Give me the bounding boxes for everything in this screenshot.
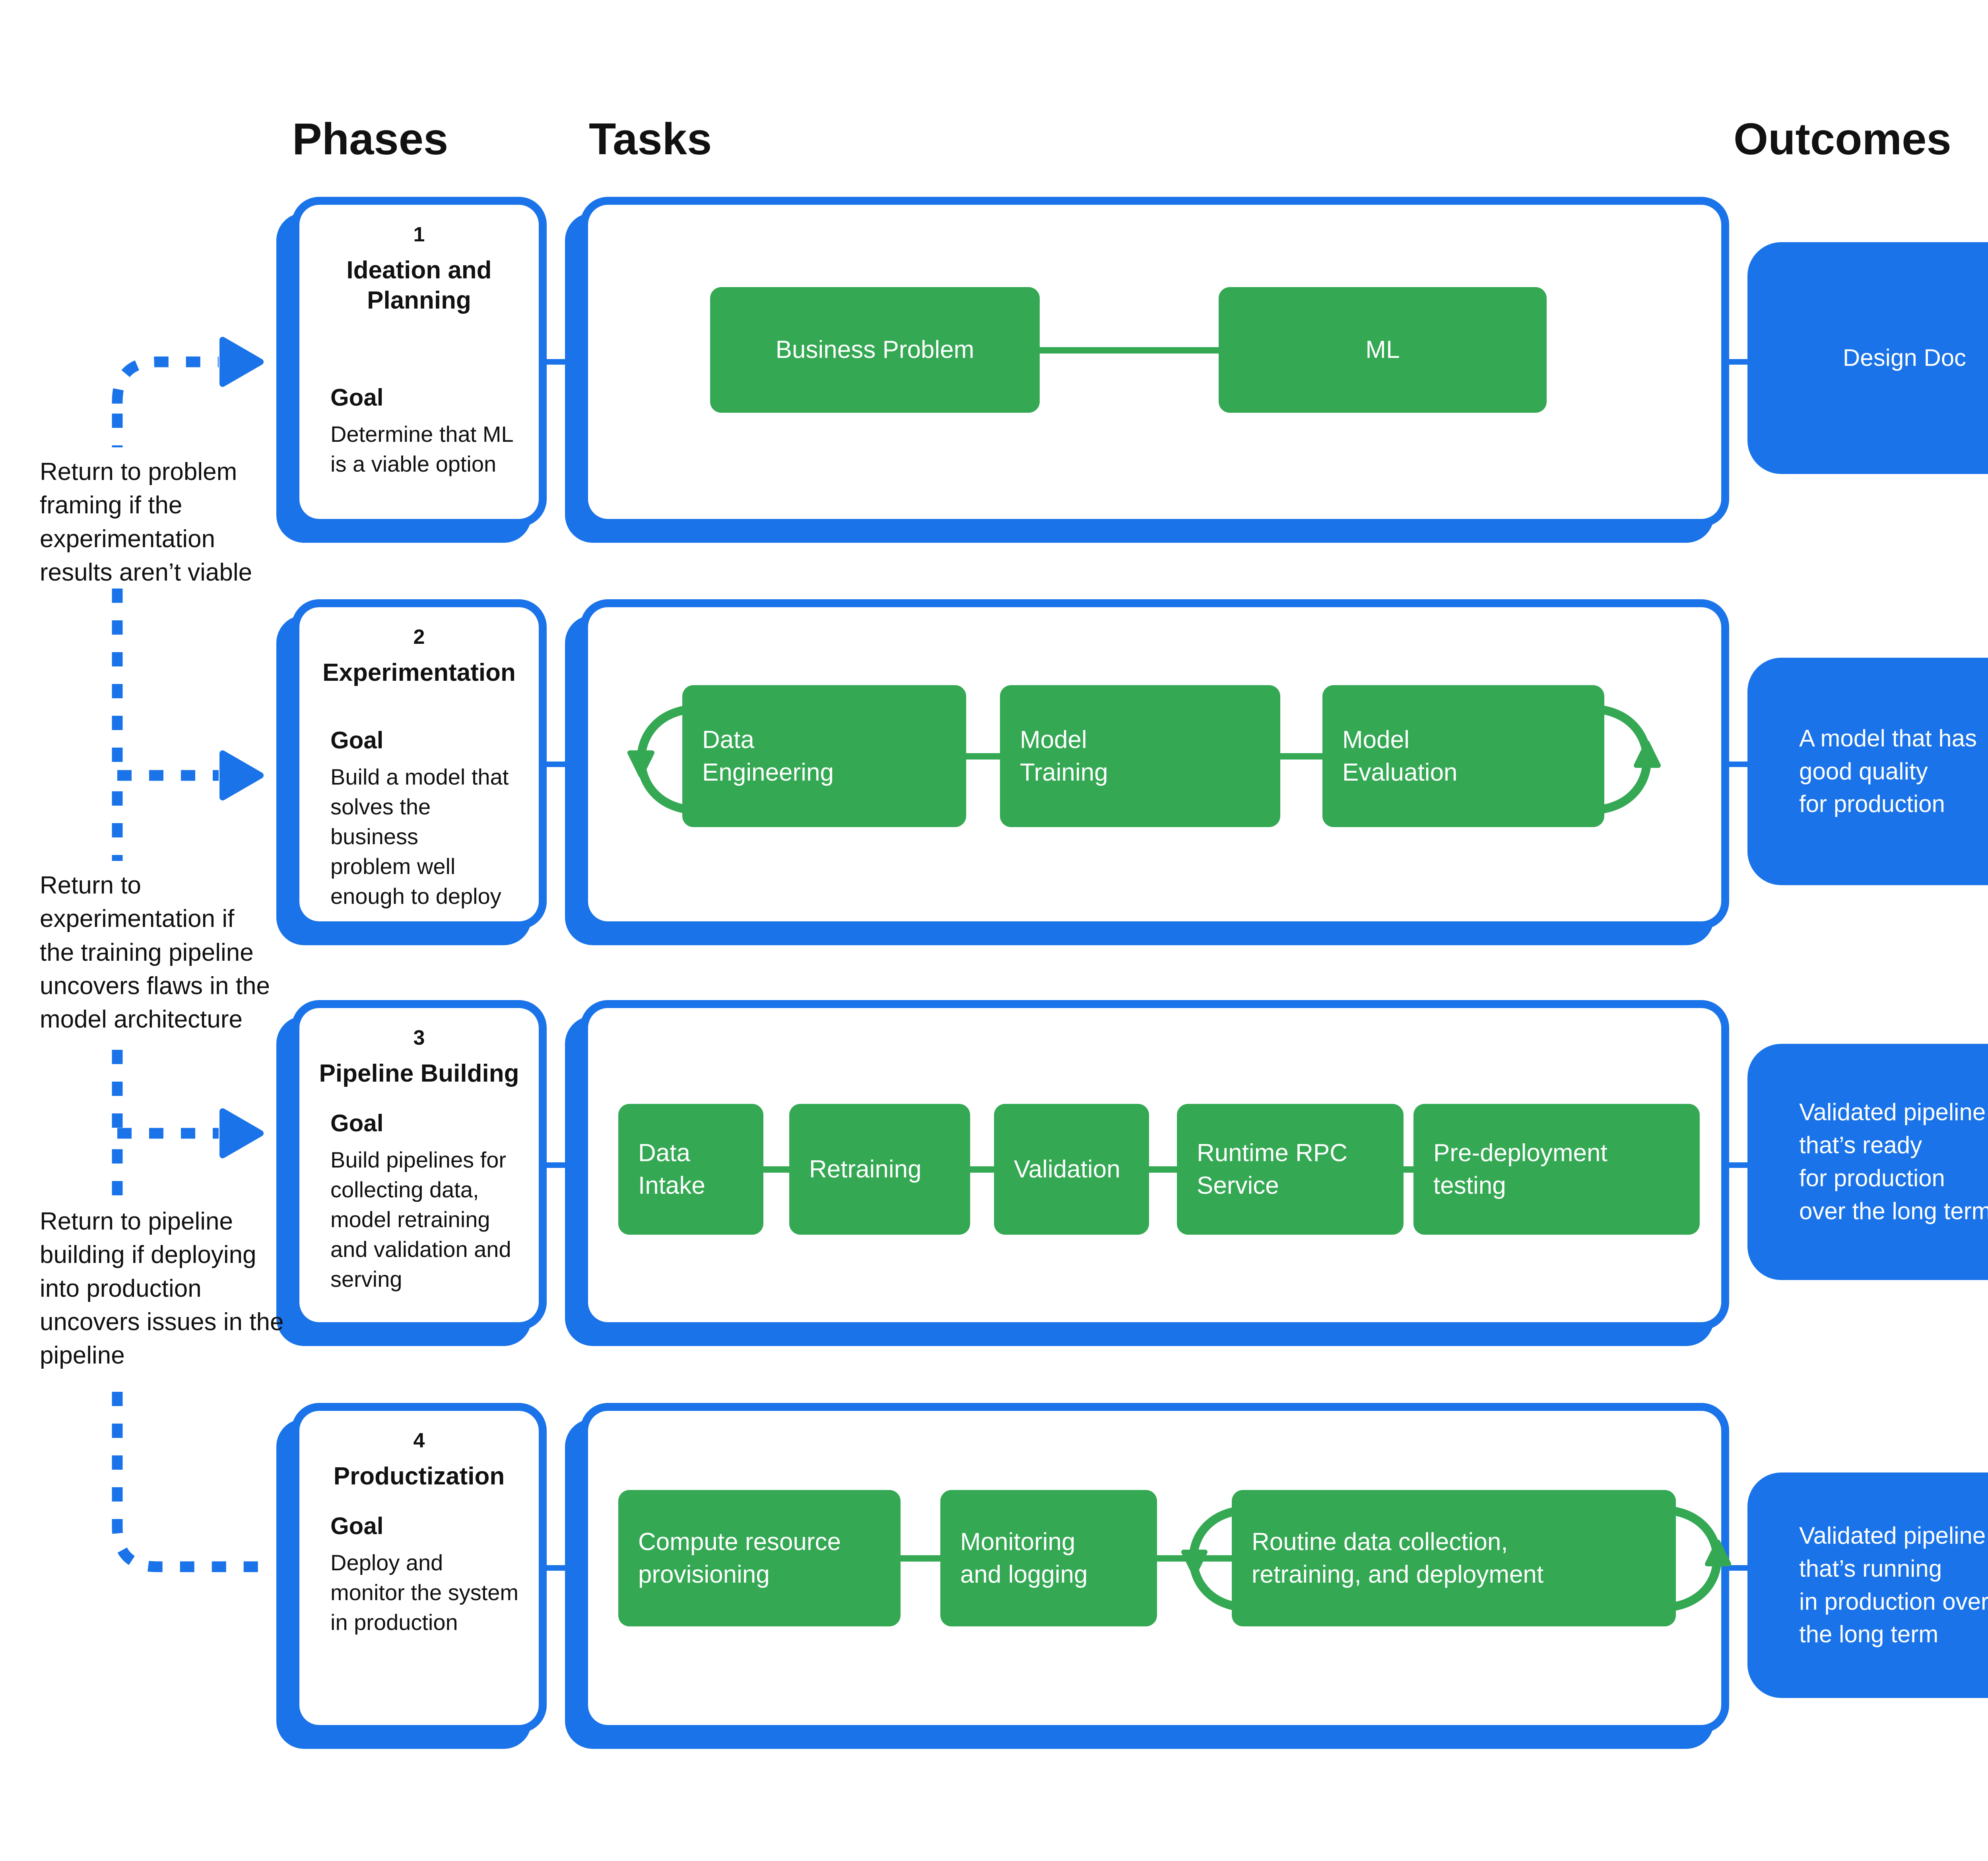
task-compute-resource-provisioning: Compute resource provisioning [618,1490,901,1626]
phase-number: 3 [413,1026,425,1049]
task-connector [966,753,1000,760]
task-validation: Validation [994,1104,1149,1235]
tasks-container-row1: Business Problem ML [580,197,1729,527]
tasks-column-header: Tasks [589,114,712,164]
goal-label: Goal [330,384,384,411]
phase-card-pipeline-building: 3 Pipeline Building Goal Build pipelines… [291,1000,547,1330]
outcome-quality-model: A model that has good quality for produc… [1747,658,1988,885]
tasks-container-row3: Data Intake Retraining Validation Runtim… [580,1000,1729,1330]
phase-card-ideation-planning: 1 Ideation and Planning Goal Determine t… [291,197,547,527]
task-retraining: Retraining [789,1104,970,1235]
phase-card-experimentation: 2 Experimentation Goal Build a model tha… [291,599,547,929]
note-return-to-experimentation: Return to experimentation if the trainin… [40,872,270,1033]
phase-number: 2 [413,626,425,649]
phase-goal-block: Goal Build pipelines for collecting data… [330,1109,523,1294]
task-data-intake: Data Intake [618,1104,763,1235]
connector-phase2-tasks [541,761,584,767]
task-pre-deployment-testing: Pre-deployment testing [1413,1104,1700,1235]
goal-label: Goal [330,1110,384,1136]
task-model-training: Model Training [1000,685,1280,827]
task-connector [1404,1166,1413,1173]
connector-phase4-tasks [541,1565,584,1571]
task-connector [901,1555,940,1562]
note-return-to-problem-framing: Return to problem framing if the experim… [40,458,252,586]
phase-card-productization: 4 Productization Goal Deploy and monitor… [291,1403,547,1733]
phase-number: 1 [413,223,425,246]
feedback-line-to-phase4 [112,1392,270,1572]
connector-tasks3-outcome [1722,1162,1753,1168]
arrowhead-into-phase2-icon [219,750,264,800]
outcome-pipeline-running: Validated pipeline that’s running in pro… [1747,1472,1988,1698]
phase-title: Experimentation [322,659,516,686]
connector-phase3-tasks [541,1162,584,1168]
phase-number: 4 [413,1429,425,1452]
connector-tasks1-outcome [1722,359,1753,365]
loop-arrow-left-icon [1181,1507,1238,1611]
phase-title: Ideation and Planning [346,256,492,314]
phase-goal-block: Goal Deploy and monitor the system in pr… [330,1512,523,1637]
goal-label: Goal [330,1513,384,1539]
phase-goal-block: Goal Determine that ML is a viable optio… [330,384,523,479]
goal-label: Goal [330,727,384,754]
arrowhead-into-phase3-icon [219,1108,264,1158]
task-model-evaluation: Model Evaluation [1322,685,1604,827]
task-connector [1040,347,1219,354]
connector-tasks2-outcome [1722,761,1753,767]
tasks-container-row2: Data Engineering Model Training Model Ev… [580,599,1729,929]
task-connector [970,1166,994,1173]
goal-text: Build pipelines for collecting data, mod… [330,1147,511,1292]
task-runtime-rpc-service: Runtime RPC Service [1177,1104,1404,1235]
goal-text: Deploy and monitor the system in product… [330,1550,519,1635]
loop-arrow-right-icon [1602,705,1661,814]
goal-text: Determine that ML is a viable option [330,422,514,477]
tasks-container-row4: Compute resource provisioning Monitoring… [580,1403,1731,1733]
task-data-engineering: Data Engineering [682,685,966,827]
outcome-design-doc: Design Doc [1747,242,1988,474]
phase-title: Pipeline Building [319,1060,519,1087]
feedback-line-to-phase1 [112,356,219,404]
arrowhead-into-phase1-icon [219,337,264,387]
outcomes-column-header: Outcomes [1734,114,1951,164]
phases-column-header: Phases [292,114,448,164]
goal-text: Build a model that solves the business p… [330,764,509,909]
task-connector [763,1166,789,1173]
connector-tasks4-outcome [1722,1565,1753,1571]
task-monitoring-and-logging: Monitoring and logging [940,1490,1157,1626]
note-return-to-pipeline-building: Return to pipeline building if deploying… [40,1208,284,1370]
connector-phase1-tasks [541,359,584,365]
outcome-validated-pipeline-ready: Validated pipeline that’s ready for prod… [1747,1044,1988,1280]
loop-arrow-right-icon [1673,1507,1731,1611]
task-connector [1280,753,1322,760]
phase-title: Productization [333,1463,505,1490]
task-business-problem: Business Problem [710,287,1040,413]
loop-arrow-left-icon [627,705,687,814]
task-routine-data-collection: Routine data collection, retraining, and… [1232,1490,1676,1626]
task-connector [1149,1166,1177,1173]
phase-goal-block: Goal Build a model that solves the busin… [330,727,523,911]
task-ml: ML [1219,287,1547,413]
